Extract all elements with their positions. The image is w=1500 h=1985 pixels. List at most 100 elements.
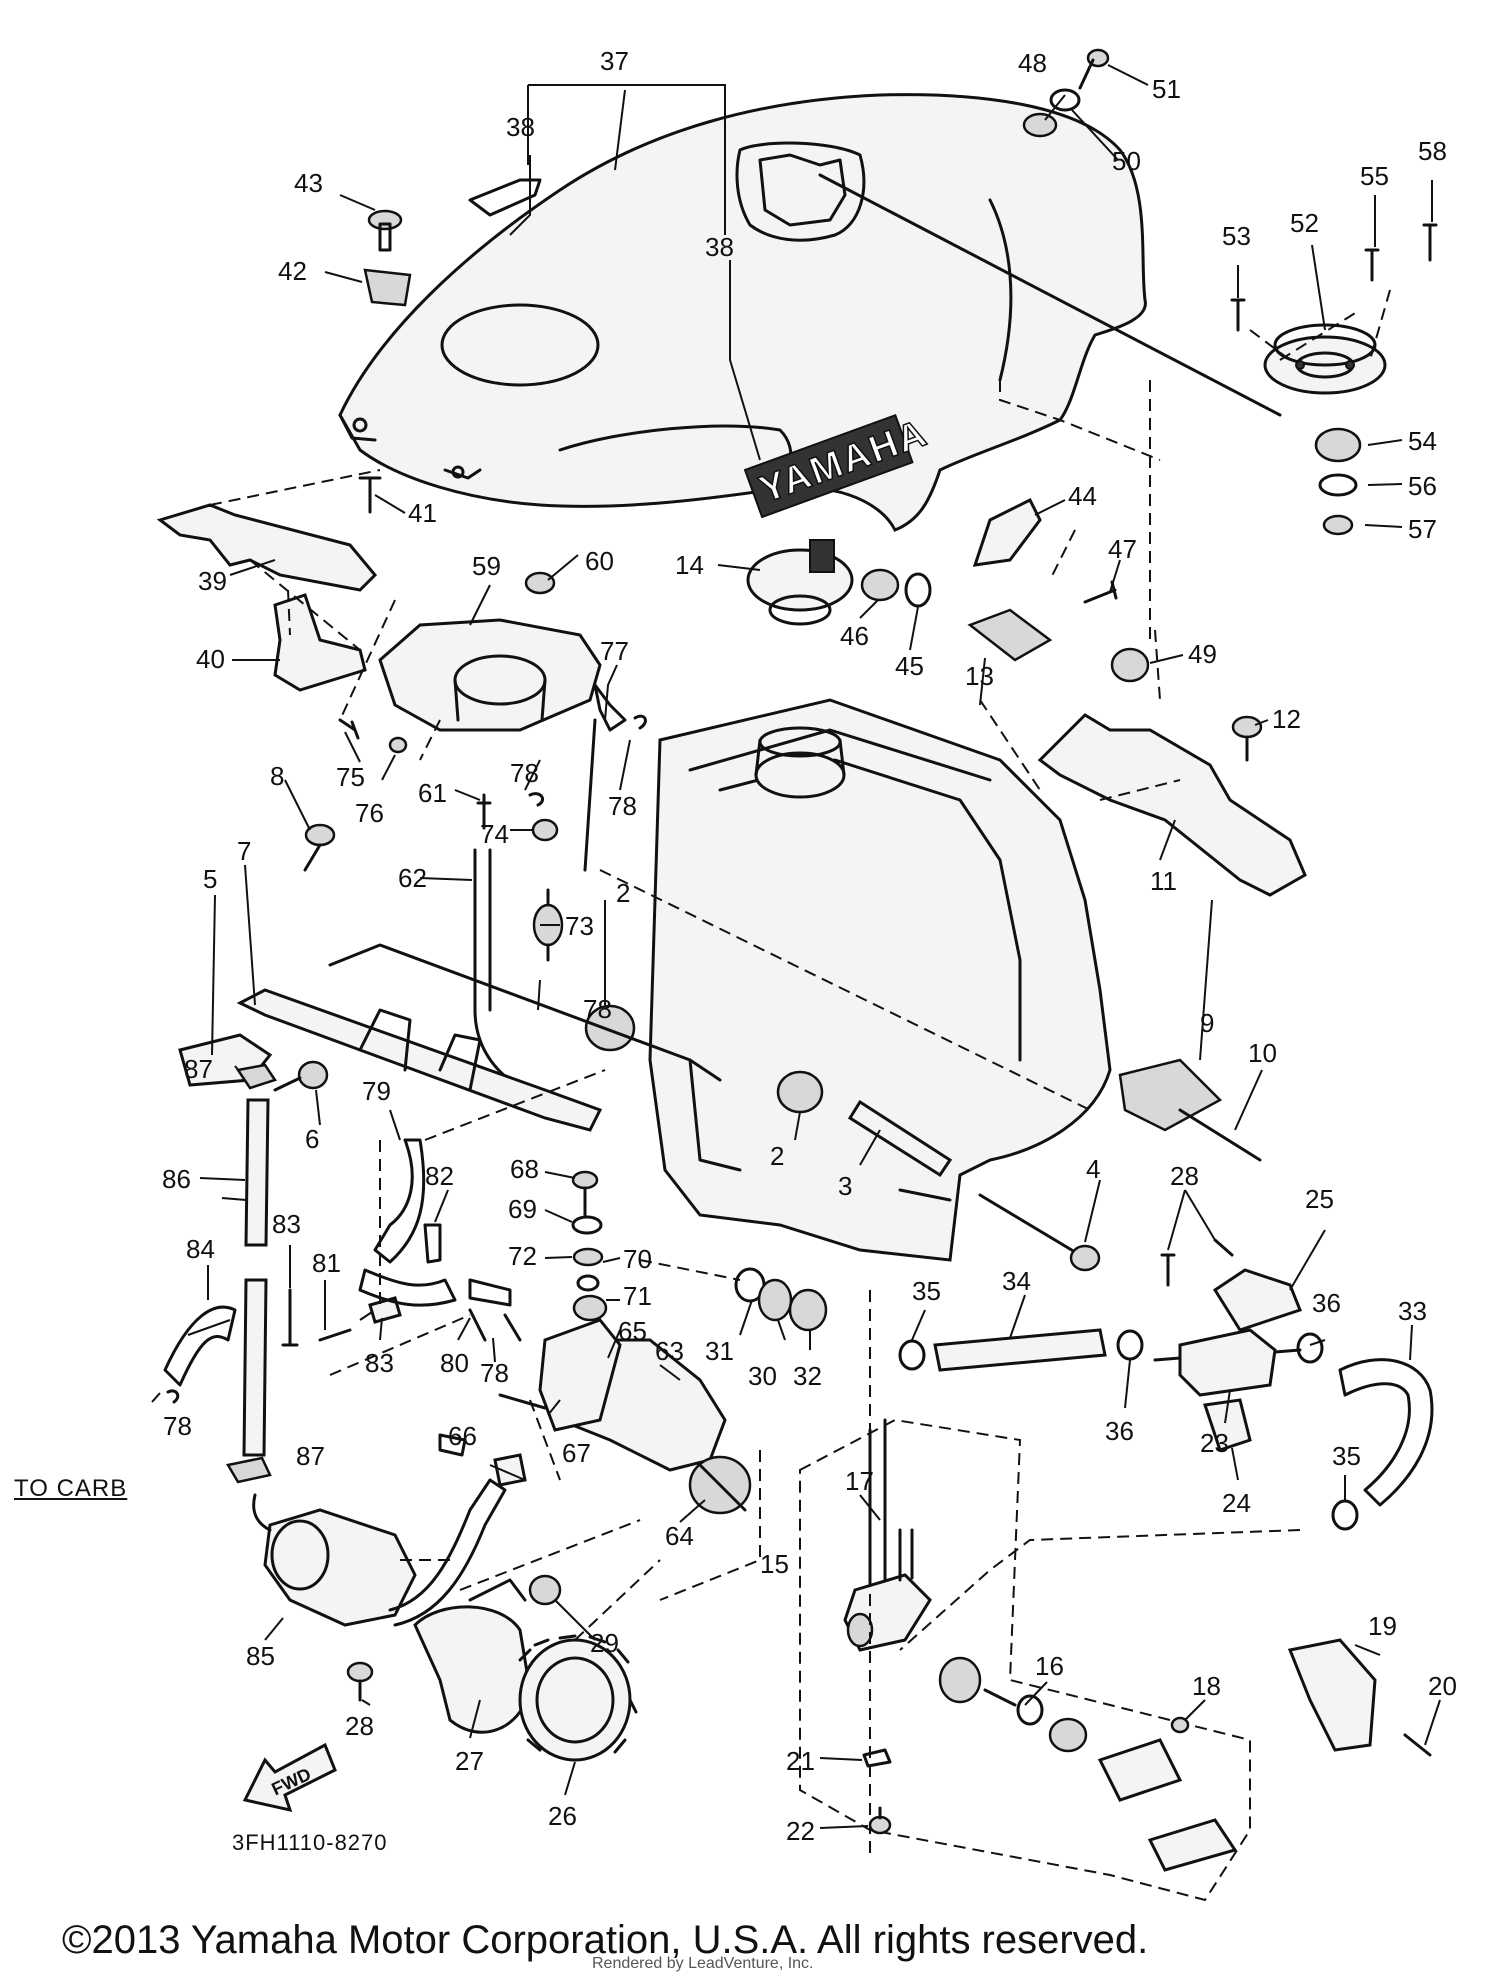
damper-32-icon <box>788 1288 828 1332</box>
hose-79-icon <box>373 1138 426 1264</box>
callout-80: 80 <box>440 1348 469 1378</box>
callout-37: 37 <box>600 46 629 76</box>
fuel-pump-63-icon <box>538 1318 752 1515</box>
plate-icon <box>1097 1738 1183 1802</box>
collar-70-icon <box>576 1274 600 1292</box>
spring-16-icon <box>983 1688 1017 1707</box>
washer-50-icon <box>1049 88 1081 112</box>
callout-81: 81 <box>312 1248 341 1278</box>
gasket-16-icon <box>938 1656 982 1704</box>
callout-27: 27 <box>455 1746 484 1776</box>
callout-16: 16 <box>1035 1651 1064 1681</box>
bolt-51-icon <box>1078 48 1110 90</box>
callout-18: 18 <box>1192 1671 1221 1701</box>
hose-3-icon <box>847 1099 953 1178</box>
callout-20: 20 <box>1428 1671 1457 1701</box>
callout-19: 19 <box>1368 1611 1397 1641</box>
callout-44: 44 <box>1068 481 1097 511</box>
callout-78c: 78 <box>583 994 612 1024</box>
callout-29: 29 <box>590 1628 619 1658</box>
callout-17: 17 <box>845 1466 874 1496</box>
callout-54: 54 <box>1408 426 1437 456</box>
bolt-53-icon <box>1230 298 1246 332</box>
reference-lines <box>329 289 1391 1860</box>
callout-38a: 38 <box>506 112 535 142</box>
callout-66: 66 <box>448 1421 477 1451</box>
callout-76: 76 <box>355 798 384 828</box>
callout-5: 5 <box>203 864 217 894</box>
callout-7: 7 <box>237 836 251 866</box>
fwd-arrow-icon: FWD <box>242 1742 337 1813</box>
plate-b-icon <box>1147 1818 1238 1872</box>
frame-stay-icon <box>328 943 722 1092</box>
clip-87a-icon <box>235 1063 277 1090</box>
bracket-42-icon <box>363 268 412 307</box>
callout-63: 63 <box>655 1336 684 1366</box>
callout-83a: 83 <box>272 1209 301 1239</box>
callout-23: 23 <box>1200 1428 1229 1458</box>
callout-69: 69 <box>508 1194 537 1224</box>
callout-43: 43 <box>294 168 323 198</box>
hose-33-icon <box>1338 1358 1434 1507</box>
clamp-36a-icon <box>1116 1329 1144 1361</box>
callout-78a: 78 <box>608 791 637 821</box>
bracket-39-icon <box>156 503 378 592</box>
clip-87b-icon <box>226 1456 272 1484</box>
screw-75-icon <box>338 718 360 740</box>
clamp-35b-icon <box>1331 1499 1359 1531</box>
callout-70: 70 <box>623 1244 652 1274</box>
washer-45-icon <box>904 572 932 608</box>
callout-55: 55 <box>1360 161 1389 191</box>
bracket-27-icon <box>468 1578 527 1602</box>
damper-2b-icon <box>776 1070 824 1114</box>
callout-40: 40 <box>196 644 225 674</box>
callout-14: 14 <box>675 550 704 580</box>
callout-78e: 78 <box>163 1411 192 1441</box>
damper-9-icon <box>1118 1058 1223 1132</box>
diagram-code: 3FH1110-8270 <box>232 1830 388 1855</box>
clip-66-icon <box>438 1433 467 1457</box>
bolt-58-icon <box>1422 223 1438 262</box>
callout-39: 39 <box>198 566 227 596</box>
callout-78d: 78 <box>480 1358 509 1388</box>
callout-62: 62 <box>398 863 427 893</box>
clip-60-icon <box>524 571 556 595</box>
screw-28c-icon <box>346 1661 374 1702</box>
callout-64: 64 <box>665 1521 694 1551</box>
cap-76-icon <box>388 736 408 754</box>
callout-87b: 87 <box>296 1441 325 1471</box>
cover-bracket-line <box>209 469 381 651</box>
screw-22-icon <box>868 1806 892 1835</box>
callout-77: 77 <box>600 636 629 666</box>
cap-line <box>818 173 1282 417</box>
washer-72-icon <box>572 1247 604 1267</box>
bolt-10-icon <box>1178 1108 1262 1162</box>
bracket-7-icon <box>236 988 603 1132</box>
bolt-28a-icon <box>1160 1253 1176 1287</box>
damper-49-icon <box>1110 647 1150 683</box>
copyright-notice: ©2013 Yamaha Motor Corporation, U.S.A. A… <box>62 1918 1149 1962</box>
callout-22: 22 <box>786 1816 815 1846</box>
tank-cover: YAMAHA <box>338 93 1147 532</box>
tank-cap-14-icon <box>746 539 854 626</box>
bracket-44-icon <box>972 497 1042 567</box>
callout-53: 53 <box>1222 221 1251 251</box>
cover-plate-59-icon <box>378 618 602 732</box>
washer-21-icon <box>862 1748 892 1768</box>
callout-21: 21 <box>786 1746 815 1776</box>
callout-75: 75 <box>336 762 365 792</box>
callout-78b: 78 <box>510 758 539 788</box>
callout-57: 57 <box>1408 514 1437 544</box>
callout-25: 25 <box>1305 1184 1334 1214</box>
callout-85: 85 <box>246 1641 275 1671</box>
callout-26: 26 <box>548 1801 577 1831</box>
wire-link-icon <box>388 1478 507 1627</box>
callout-60: 60 <box>585 546 614 576</box>
callout-46: 46 <box>840 621 869 651</box>
pipe-81-icon <box>318 1328 352 1342</box>
lever-knob-icon <box>1048 1717 1088 1753</box>
callout-73: 73 <box>565 911 594 941</box>
bracket-11-icon <box>1037 713 1307 897</box>
mount-26-icon <box>518 1634 638 1762</box>
callout-86: 86 <box>162 1164 191 1194</box>
